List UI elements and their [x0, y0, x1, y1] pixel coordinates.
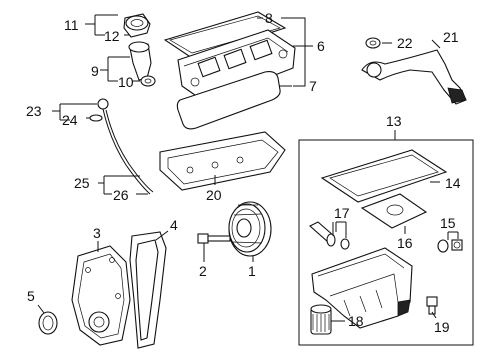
- callout-25: 25: [74, 175, 90, 191]
- front-crankshaft-seal: [38, 311, 58, 335]
- callout-23: 23: [26, 103, 42, 119]
- callout-22: 22: [397, 35, 413, 51]
- front-cover-gasket: [129, 231, 167, 349]
- oil-dipstick: [89, 98, 154, 195]
- callout-21: 21: [443, 29, 459, 45]
- callout-13: 13: [386, 113, 402, 129]
- callout-15: 15: [440, 215, 456, 231]
- oil-pan-gasket: [320, 149, 448, 203]
- oil-filler-cap: [123, 13, 151, 38]
- callout-26: 26: [113, 187, 129, 203]
- oil-pan-baffle: [360, 193, 428, 229]
- oil-filter: [310, 304, 332, 335]
- callout-1: 1: [248, 263, 256, 279]
- callout-18: 18: [348, 313, 364, 329]
- callout-12: 12: [104, 28, 120, 44]
- valve-cover-gasket: [163, 11, 287, 59]
- callout-8: 8: [265, 10, 273, 26]
- callout-5: 5: [27, 288, 35, 304]
- oil-pan-plugs: [437, 239, 463, 253]
- callout-10: 10: [118, 74, 134, 90]
- callout-9: 9: [91, 63, 99, 79]
- callout-19: 19: [434, 319, 450, 335]
- oil-pan: [311, 247, 413, 329]
- valve-cover: [177, 29, 296, 103]
- oil-dipstick-tube: [361, 37, 467, 105]
- callout-16: 16: [397, 235, 413, 251]
- callout-3: 3: [93, 225, 101, 241]
- valve-cover-seal: [176, 71, 281, 130]
- oil-filler-tube: [128, 41, 156, 87]
- callout-17: 17: [334, 205, 350, 221]
- callout-2: 2: [199, 263, 207, 279]
- callout-4: 4: [170, 217, 178, 233]
- callout-7: 7: [309, 78, 317, 94]
- balancer-bolt: [197, 233, 231, 244]
- oil-windage-tray: [159, 131, 286, 191]
- callout-20: 20: [206, 187, 222, 203]
- oil-drain-plug: [309, 221, 350, 250]
- oil-pan-bolt: [426, 296, 438, 315]
- callout-14: 14: [445, 175, 461, 191]
- callout-11: 11: [64, 17, 79, 33]
- crankshaft-balancer: [228, 201, 272, 257]
- oil-pan-assembly-box: [298, 139, 474, 346]
- engine-front-cover: [71, 245, 131, 346]
- leader-lines: [37, 14, 459, 322]
- callout-6: 6: [317, 38, 325, 54]
- callout-24: 24: [62, 112, 78, 128]
